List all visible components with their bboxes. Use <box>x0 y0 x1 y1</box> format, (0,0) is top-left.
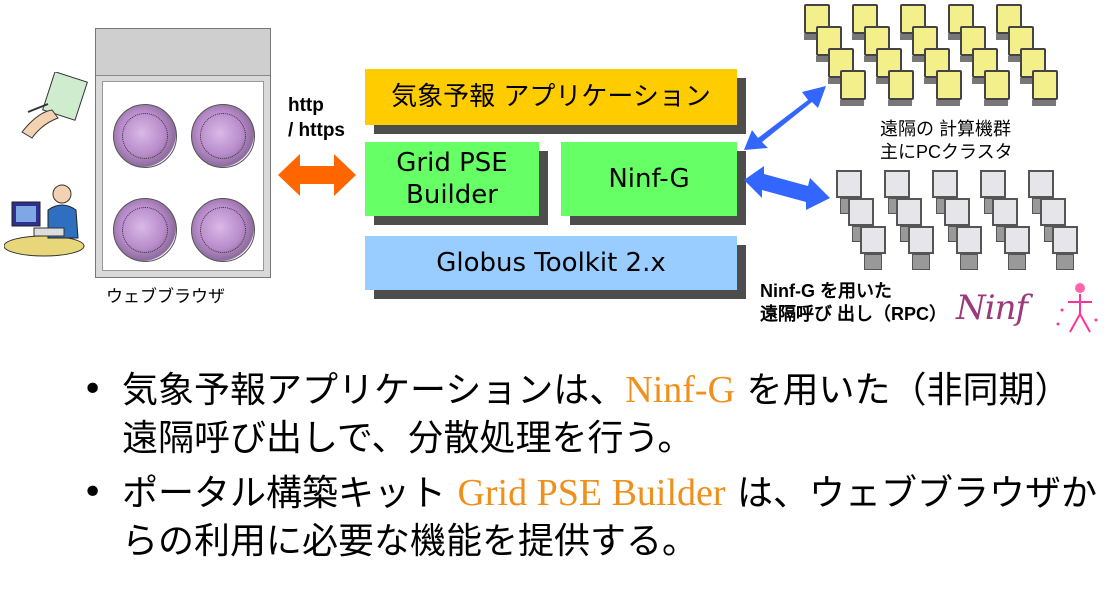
grid-pse-builder-box: Grid PSE Builder <box>365 142 539 216</box>
ninf-logo: Ninf <box>956 280 1106 340</box>
bullet-marker: • <box>82 369 104 410</box>
orange-double-arrow <box>278 154 356 196</box>
bullet-2-highlight: Grid PSE Builder <box>457 472 726 514</box>
cluster-line-2: 主にPCクラスタ <box>880 142 1013 163</box>
cluster-line-1: 遠隔の 計算機群 <box>880 119 1012 139</box>
browser-toolbar <box>96 29 270 76</box>
user-at-computer-icon <box>4 184 85 257</box>
blue-arrow-to-lower-cluster <box>744 166 830 210</box>
upper-pc-cluster <box>804 0 1074 110</box>
bullet-1-highlight: Ninf-G <box>625 369 736 411</box>
bullet-marker: • <box>82 472 104 513</box>
protocol-line-1: http <box>288 95 324 116</box>
bullet-item-1: • 気象予報アプリケーションは、Ninf-G を用いた（非同期）遠隔呼び出しで、分… <box>82 366 1102 463</box>
pse-line-1: Grid PSE <box>396 147 508 178</box>
ninf-logo-figure-icon <box>1056 283 1098 333</box>
ninf-g-box: Ninf-G <box>561 142 737 216</box>
bullet-2-before: ポータル構築キット <box>122 473 458 514</box>
bullet-1-before: 気象予報アプリケーションは、 <box>122 370 626 411</box>
rpc-line-1: Ninf-G を用いた <box>760 281 892 301</box>
bullet-2-after: は、ウェブブラウザからの利用に必要な機能を提供する。 <box>122 473 1098 562</box>
weather-map-globe <box>113 198 177 262</box>
cluster-label: 遠隔の 計算機群 主にPCクラスタ <box>880 118 1013 165</box>
rpc-line-2: 遠隔呼び 出し（RPC） <box>760 304 948 325</box>
browser-caption: ウェブブラウザ <box>106 287 225 307</box>
bullet-list: • 気象予報アプリケーションは、Ninf-G を用いた（非同期）遠隔呼び出しで、分… <box>82 366 1102 572</box>
browser-page <box>102 81 264 271</box>
app-box: 気象予報 アプリケーション <box>365 69 737 125</box>
globus-toolkit-box: Globus Toolkit 2.x <box>365 236 737 290</box>
user-tablet-icon <box>21 72 88 139</box>
bullet-item-2: • ポータル構築キット Grid PSE Builder は、ウェブブラウザからの… <box>82 469 1102 566</box>
pse-line-2: Builder <box>406 180 498 210</box>
ninf-logo-text: Ninf <box>956 288 1028 328</box>
weather-map-globe <box>113 104 177 168</box>
protocol-label: http / https <box>288 94 345 143</box>
rpc-label: Ninf-G を用いた 遠隔呼び 出し（RPC） <box>760 280 947 327</box>
bullet-1-after: を用いた（非同期）遠隔呼び出しで、分散処理を行う。 <box>122 370 1071 459</box>
protocol-line-2: / https <box>288 119 345 141</box>
weather-map-globe <box>191 104 255 168</box>
web-browser-window <box>95 28 271 278</box>
weather-map-globe <box>191 198 255 262</box>
blue-arrow-to-upper-cluster <box>744 86 826 150</box>
lower-pc-cluster <box>830 170 1100 270</box>
